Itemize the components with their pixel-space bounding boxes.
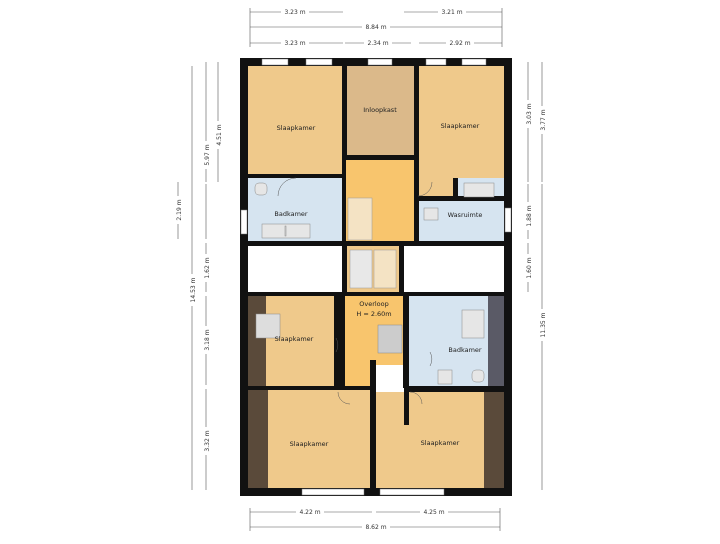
doors: [277, 177, 433, 405]
label-bedroom-top-left: Slaapkamer: [277, 124, 316, 132]
dim-left-inner-upper: 4.51 m: [216, 124, 223, 145]
label-landing-height: H = 2.60m: [356, 310, 391, 318]
dim-right-outer-top: 3.77 m: [540, 109, 547, 130]
label-bathroom-right: Badkamer: [448, 346, 482, 354]
slope-bottom-right: [484, 392, 504, 488]
windows: [240, 58, 512, 496]
dim-bottom-left: 4.22 m: [299, 509, 320, 516]
dim-top-row3-right: 2.92 m: [449, 40, 470, 47]
room-bedroom-bottom-left: [248, 390, 370, 488]
room-inloopkast: [347, 66, 414, 155]
room-washroom: [419, 201, 504, 241]
dim-left-inner-mid: 5.97 m: [204, 144, 211, 165]
dim-right-inner-small: 1.60 m: [526, 257, 533, 278]
room-bedroom-top-right: [419, 66, 504, 196]
dim-right-outer-low: 11.35 m: [540, 312, 547, 337]
dim-left-inner-mid2: 3.18 m: [204, 329, 211, 350]
label-bathroom-left: Badkamer: [274, 210, 308, 218]
dim-top-total: 8.84 m: [365, 24, 386, 31]
dim-top-row1-left: 3.23 m: [284, 9, 305, 16]
dim-left-inner-low: 3.32 m: [204, 430, 211, 451]
void-right: [404, 246, 504, 292]
slope-bottom-left: [248, 390, 268, 488]
dim-right-inner-top: 3.03 m: [526, 103, 533, 124]
staircase: [347, 197, 397, 289]
interior-walls: [248, 66, 504, 488]
dim-bottom-total: 8.62 m: [365, 524, 386, 531]
label-bedroom-top-right: Slaapkamer: [441, 122, 480, 130]
slope-mid-left: [248, 296, 266, 386]
dim-right-inner-mid: 1.88 m: [526, 205, 533, 226]
dim-left-inner-small: 1.62 m: [204, 257, 211, 278]
label-inloopkast: Inloopkast: [363, 106, 397, 114]
fixtures: [254, 182, 495, 385]
room-bedroom-bottom-right: [376, 392, 504, 488]
dim-top-row3-left: 3.23 m: [284, 40, 305, 47]
dim-left-outer-total: 14.53 m: [190, 277, 197, 302]
label-washroom: Wasruimte: [448, 211, 483, 219]
label-bedroom-mid-left: Slaapkamer: [275, 335, 314, 343]
label-landing: Overloop: [359, 300, 389, 308]
dim-left-outer-upper: 2.19 m: [176, 199, 183, 220]
dim-top-row1-right: 3.21 m: [441, 9, 462, 16]
left-dimensions: [177, 62, 219, 490]
label-bedroom-bottom-right: Slaapkamer: [421, 439, 460, 447]
void-left: [248, 246, 342, 292]
dim-top-row3-mid: 2.34 m: [367, 40, 388, 47]
dim-bottom-right: 4.25 m: [423, 509, 444, 516]
label-bedroom-bottom-left: Slaapkamer: [290, 440, 329, 448]
slope-bath-right: [488, 296, 504, 386]
